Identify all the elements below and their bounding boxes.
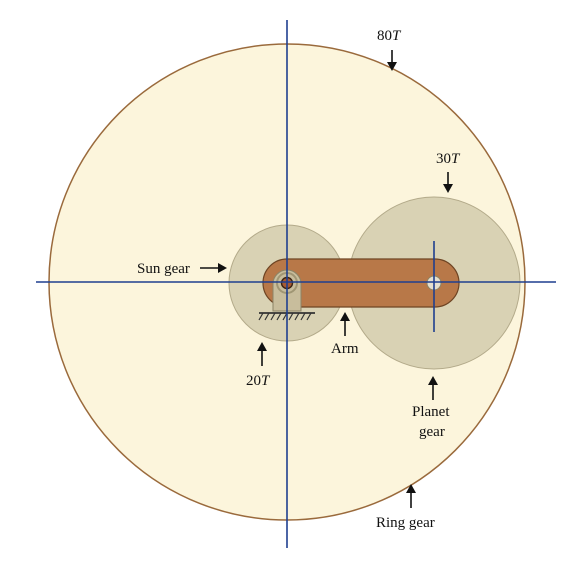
planet-gear-label-line1: Planet xyxy=(412,404,450,420)
planet-gear-arrow xyxy=(428,376,438,400)
planet-gear-label-line2: gear xyxy=(419,424,445,440)
planet-teeth-label: 30T xyxy=(436,151,461,167)
sun-gear-label: Sun gear xyxy=(137,261,190,277)
arm-label: Arm xyxy=(331,341,359,357)
arm-arrow xyxy=(340,312,350,336)
ring-gear-label: Ring gear xyxy=(376,515,435,531)
sun-teeth-arrow xyxy=(257,342,267,366)
arm xyxy=(262,258,460,308)
sun-teeth-label: 20T xyxy=(246,373,271,389)
ring-teeth-label: 80T xyxy=(377,28,402,44)
ring-gear-arrow xyxy=(406,484,416,508)
ring-teeth-arrow xyxy=(387,50,397,71)
sun-gear-arrow xyxy=(200,263,227,273)
planet-teeth-arrow xyxy=(443,172,453,193)
